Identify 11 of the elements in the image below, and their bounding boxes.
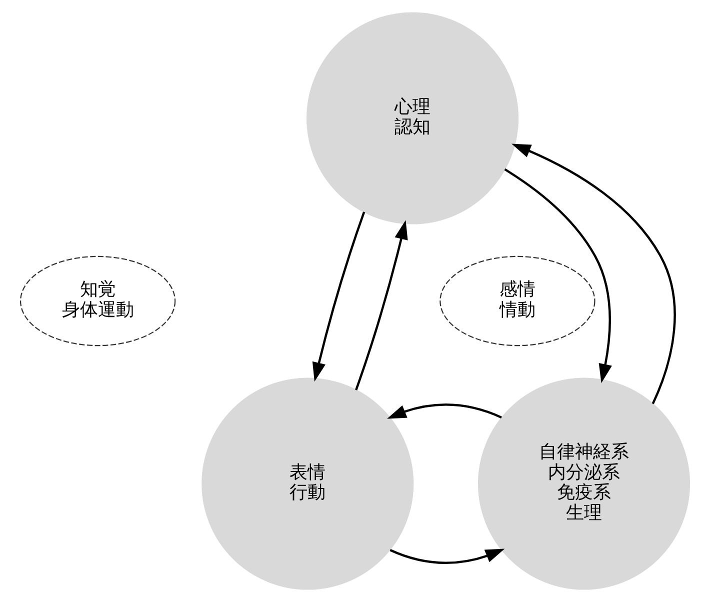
node-ellipse: 知覚 身体運動 <box>20 256 176 346</box>
arrow <box>512 144 676 404</box>
arrow <box>312 212 366 382</box>
arrow <box>504 168 612 384</box>
arrow <box>390 548 505 564</box>
node-ellipse: 感情 情動 <box>440 256 596 346</box>
node-circle: 心理 認知 <box>306 12 519 224</box>
arrow <box>355 220 408 390</box>
node-circle: 自律神経系 内分泌系 免疫系 生理 <box>478 378 690 590</box>
node-circle: 表情 行動 <box>202 378 414 590</box>
arrow <box>387 404 502 419</box>
